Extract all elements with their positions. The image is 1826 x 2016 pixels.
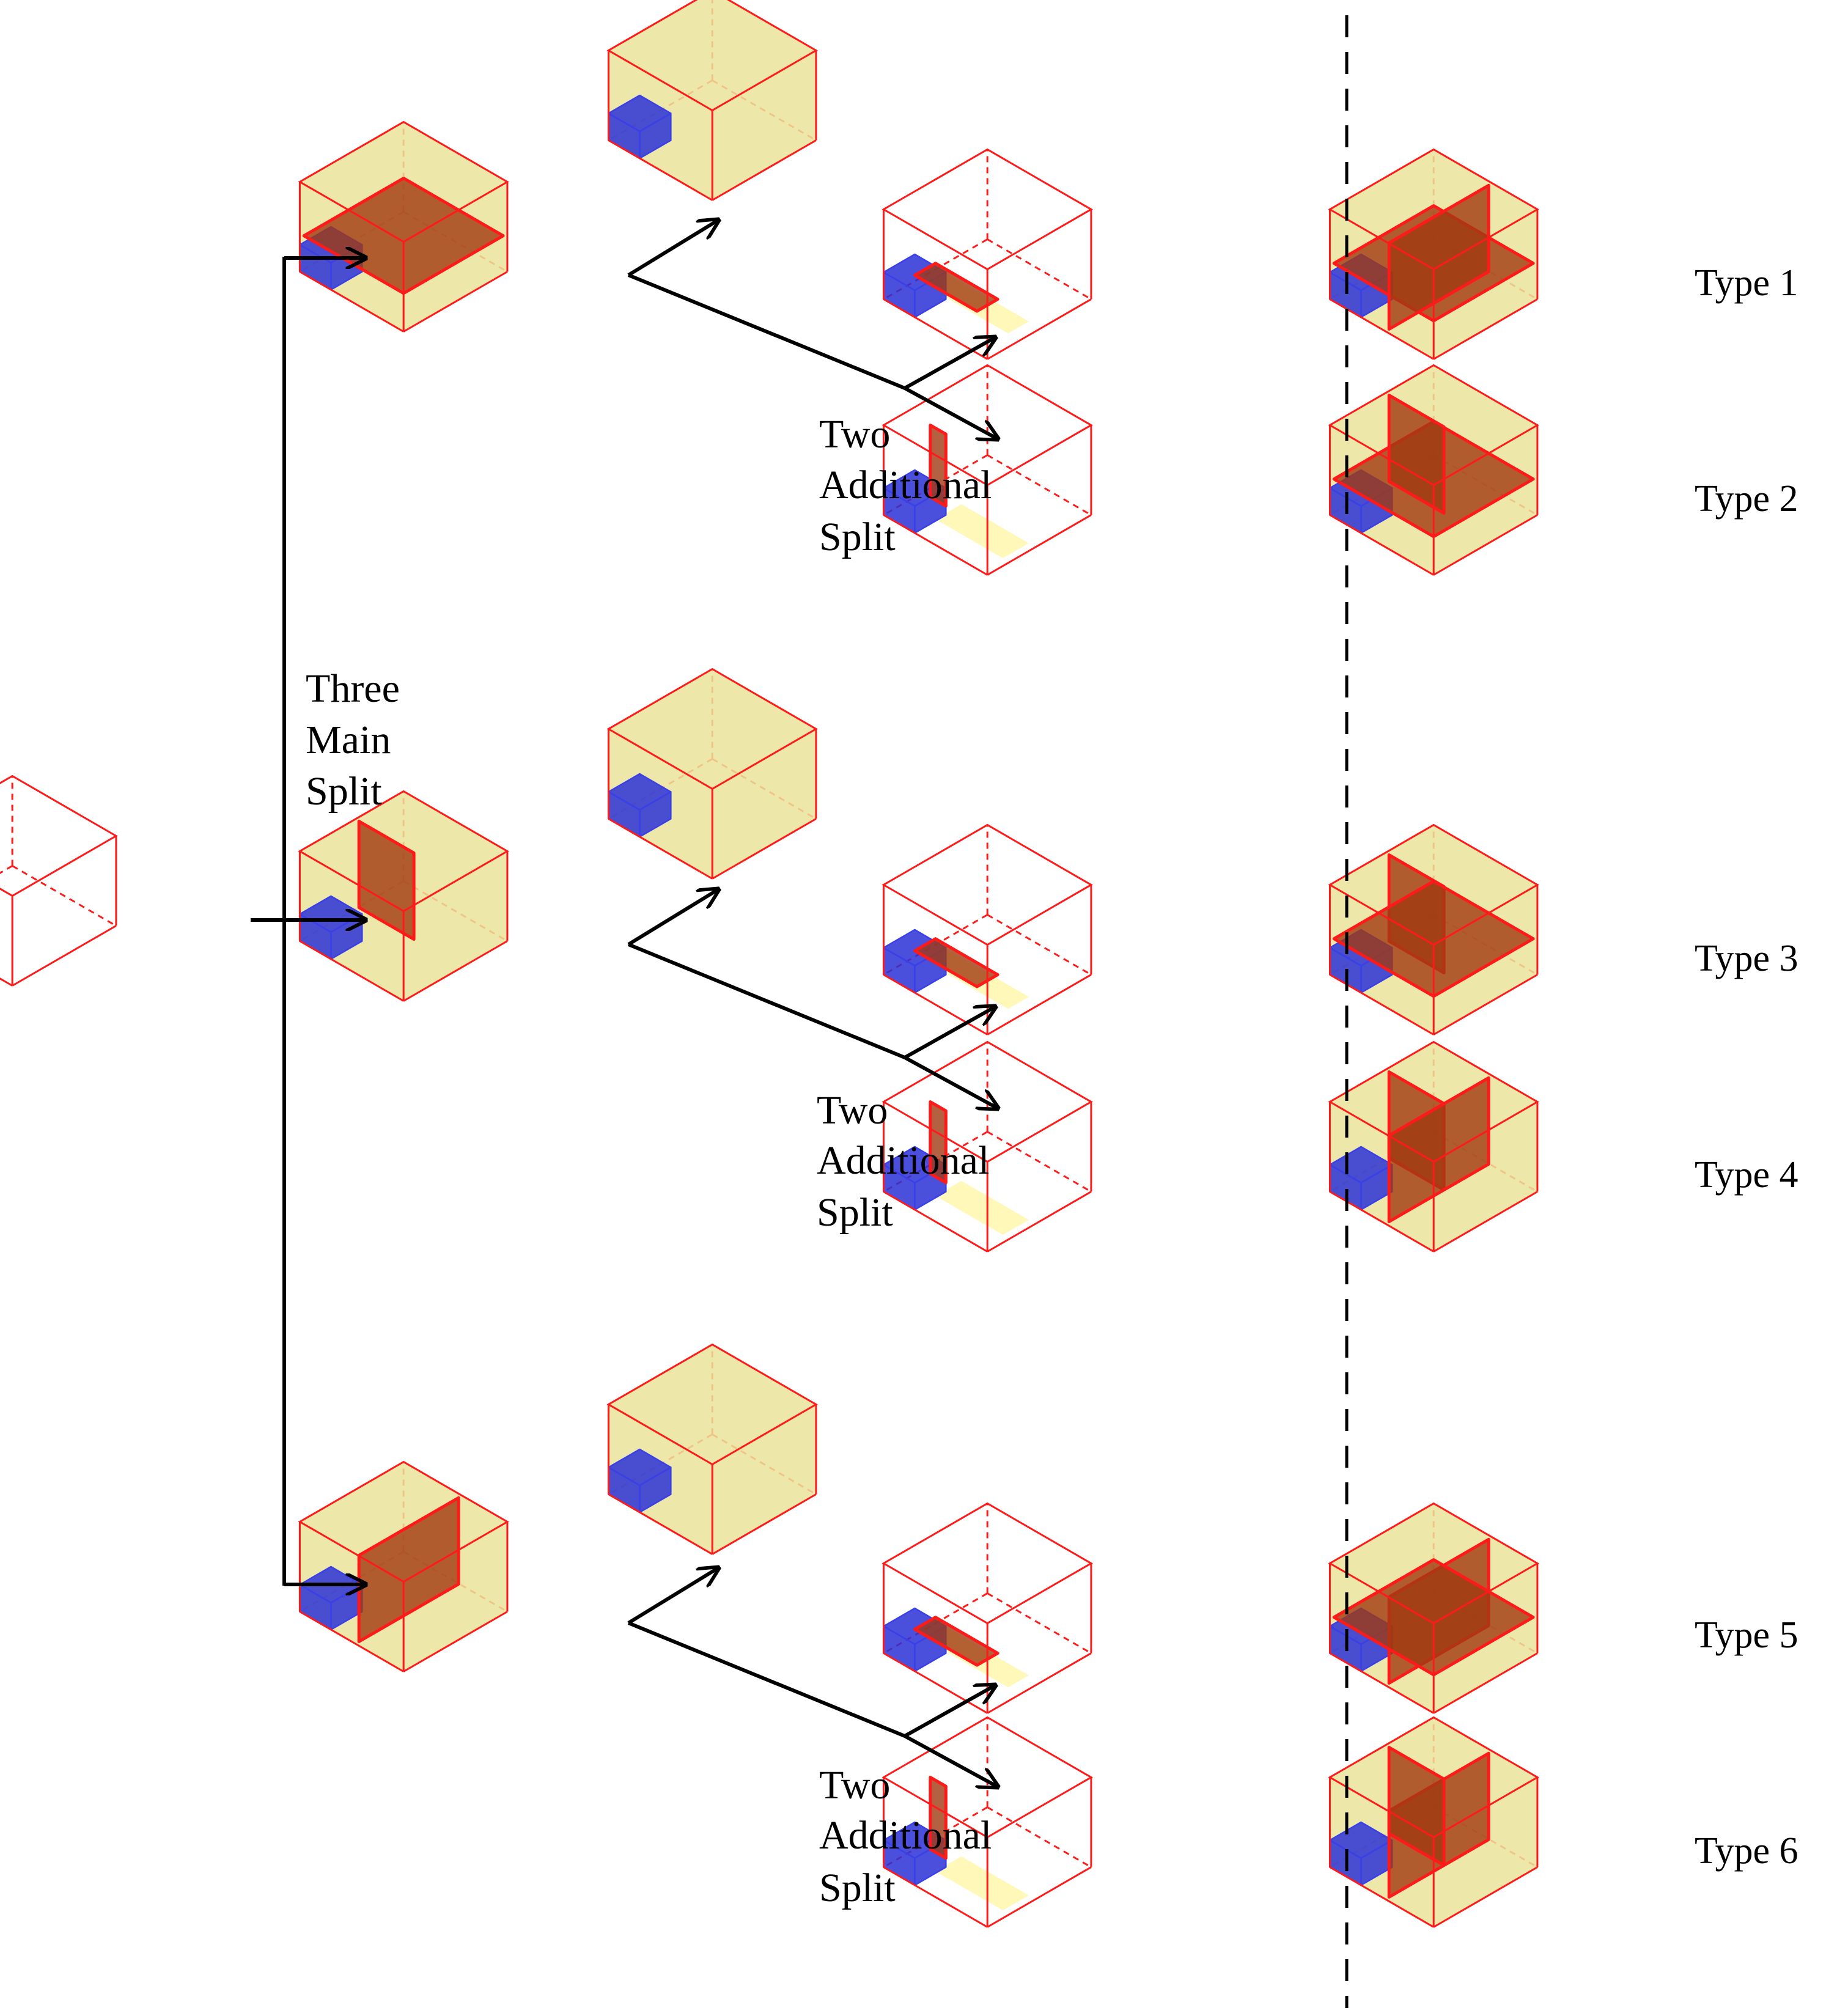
type-4-box — [1328, 1040, 1539, 1253]
arrow-layer — [251, 220, 998, 1787]
branch-3-arrow-b — [904, 1734, 998, 1787]
branch-1-arrow-a — [904, 337, 995, 390]
branch-3-arrow-a — [904, 1685, 995, 1738]
type-2-label: Type 2 — [1695, 478, 1798, 520]
main-split-line-1: Three — [306, 666, 400, 711]
type-2-box — [1328, 364, 1539, 576]
branch-3-arrow-up — [627, 1568, 718, 1625]
additional-split-label-1: Two Additional Split — [819, 412, 1002, 559]
type-5-box — [1328, 1502, 1539, 1714]
branch-3-space-box — [606, 1343, 818, 1555]
branch-1-arrow-b — [904, 386, 998, 439]
branch-3-trunk — [627, 1621, 906, 1738]
branch-3-additional-box-2 — [882, 1716, 1093, 1928]
additional-split-label-2: Two Additional Split — [817, 1088, 1000, 1235]
box-layer — [0, 0, 1539, 1928]
type-3-label: Type 3 — [1695, 938, 1798, 979]
additional-split-label-3: Two Additional Split — [819, 1763, 1002, 1910]
type-1-label: Type 1 — [1695, 262, 1798, 304]
branch-1-additional-box-2 — [882, 364, 1093, 576]
type-6-label: Type 6 — [1695, 1830, 1798, 1872]
branch-1-additional-box-1 — [882, 148, 1093, 360]
branch-2-space-box — [606, 668, 818, 880]
branch-2-additional-box-2 — [882, 1040, 1093, 1253]
branch-2-trunk — [627, 943, 906, 1059]
type-3-box — [1328, 823, 1539, 1036]
branch-2-arrow-b — [904, 1056, 998, 1108]
type-6-box — [1328, 1716, 1539, 1928]
main-split-line-3: Split — [306, 769, 382, 814]
branch-2-additional-box-1 — [882, 823, 1093, 1036]
main-split-label: Three Main Split — [306, 666, 410, 814]
branch-3-additional-box-1 — [882, 1502, 1093, 1714]
main-split-box-3 — [298, 1460, 509, 1672]
main-split-box-1 — [298, 120, 509, 333]
type-1-box — [1328, 148, 1539, 360]
branch-2-arrow-a — [904, 1007, 995, 1059]
main-split-line-2: Main — [306, 718, 391, 762]
branch-1-arrow-up — [627, 220, 718, 277]
branch-1-trunk — [627, 273, 906, 390]
type-4-label: Type 4 — [1695, 1154, 1798, 1196]
main-split-box-2 — [298, 790, 509, 1002]
branch-2-arrow-up — [627, 889, 718, 946]
initial-container-box — [0, 774, 118, 987]
type-5-label: Type 5 — [1695, 1614, 1798, 1656]
branch-1-space-box — [606, 0, 818, 201]
